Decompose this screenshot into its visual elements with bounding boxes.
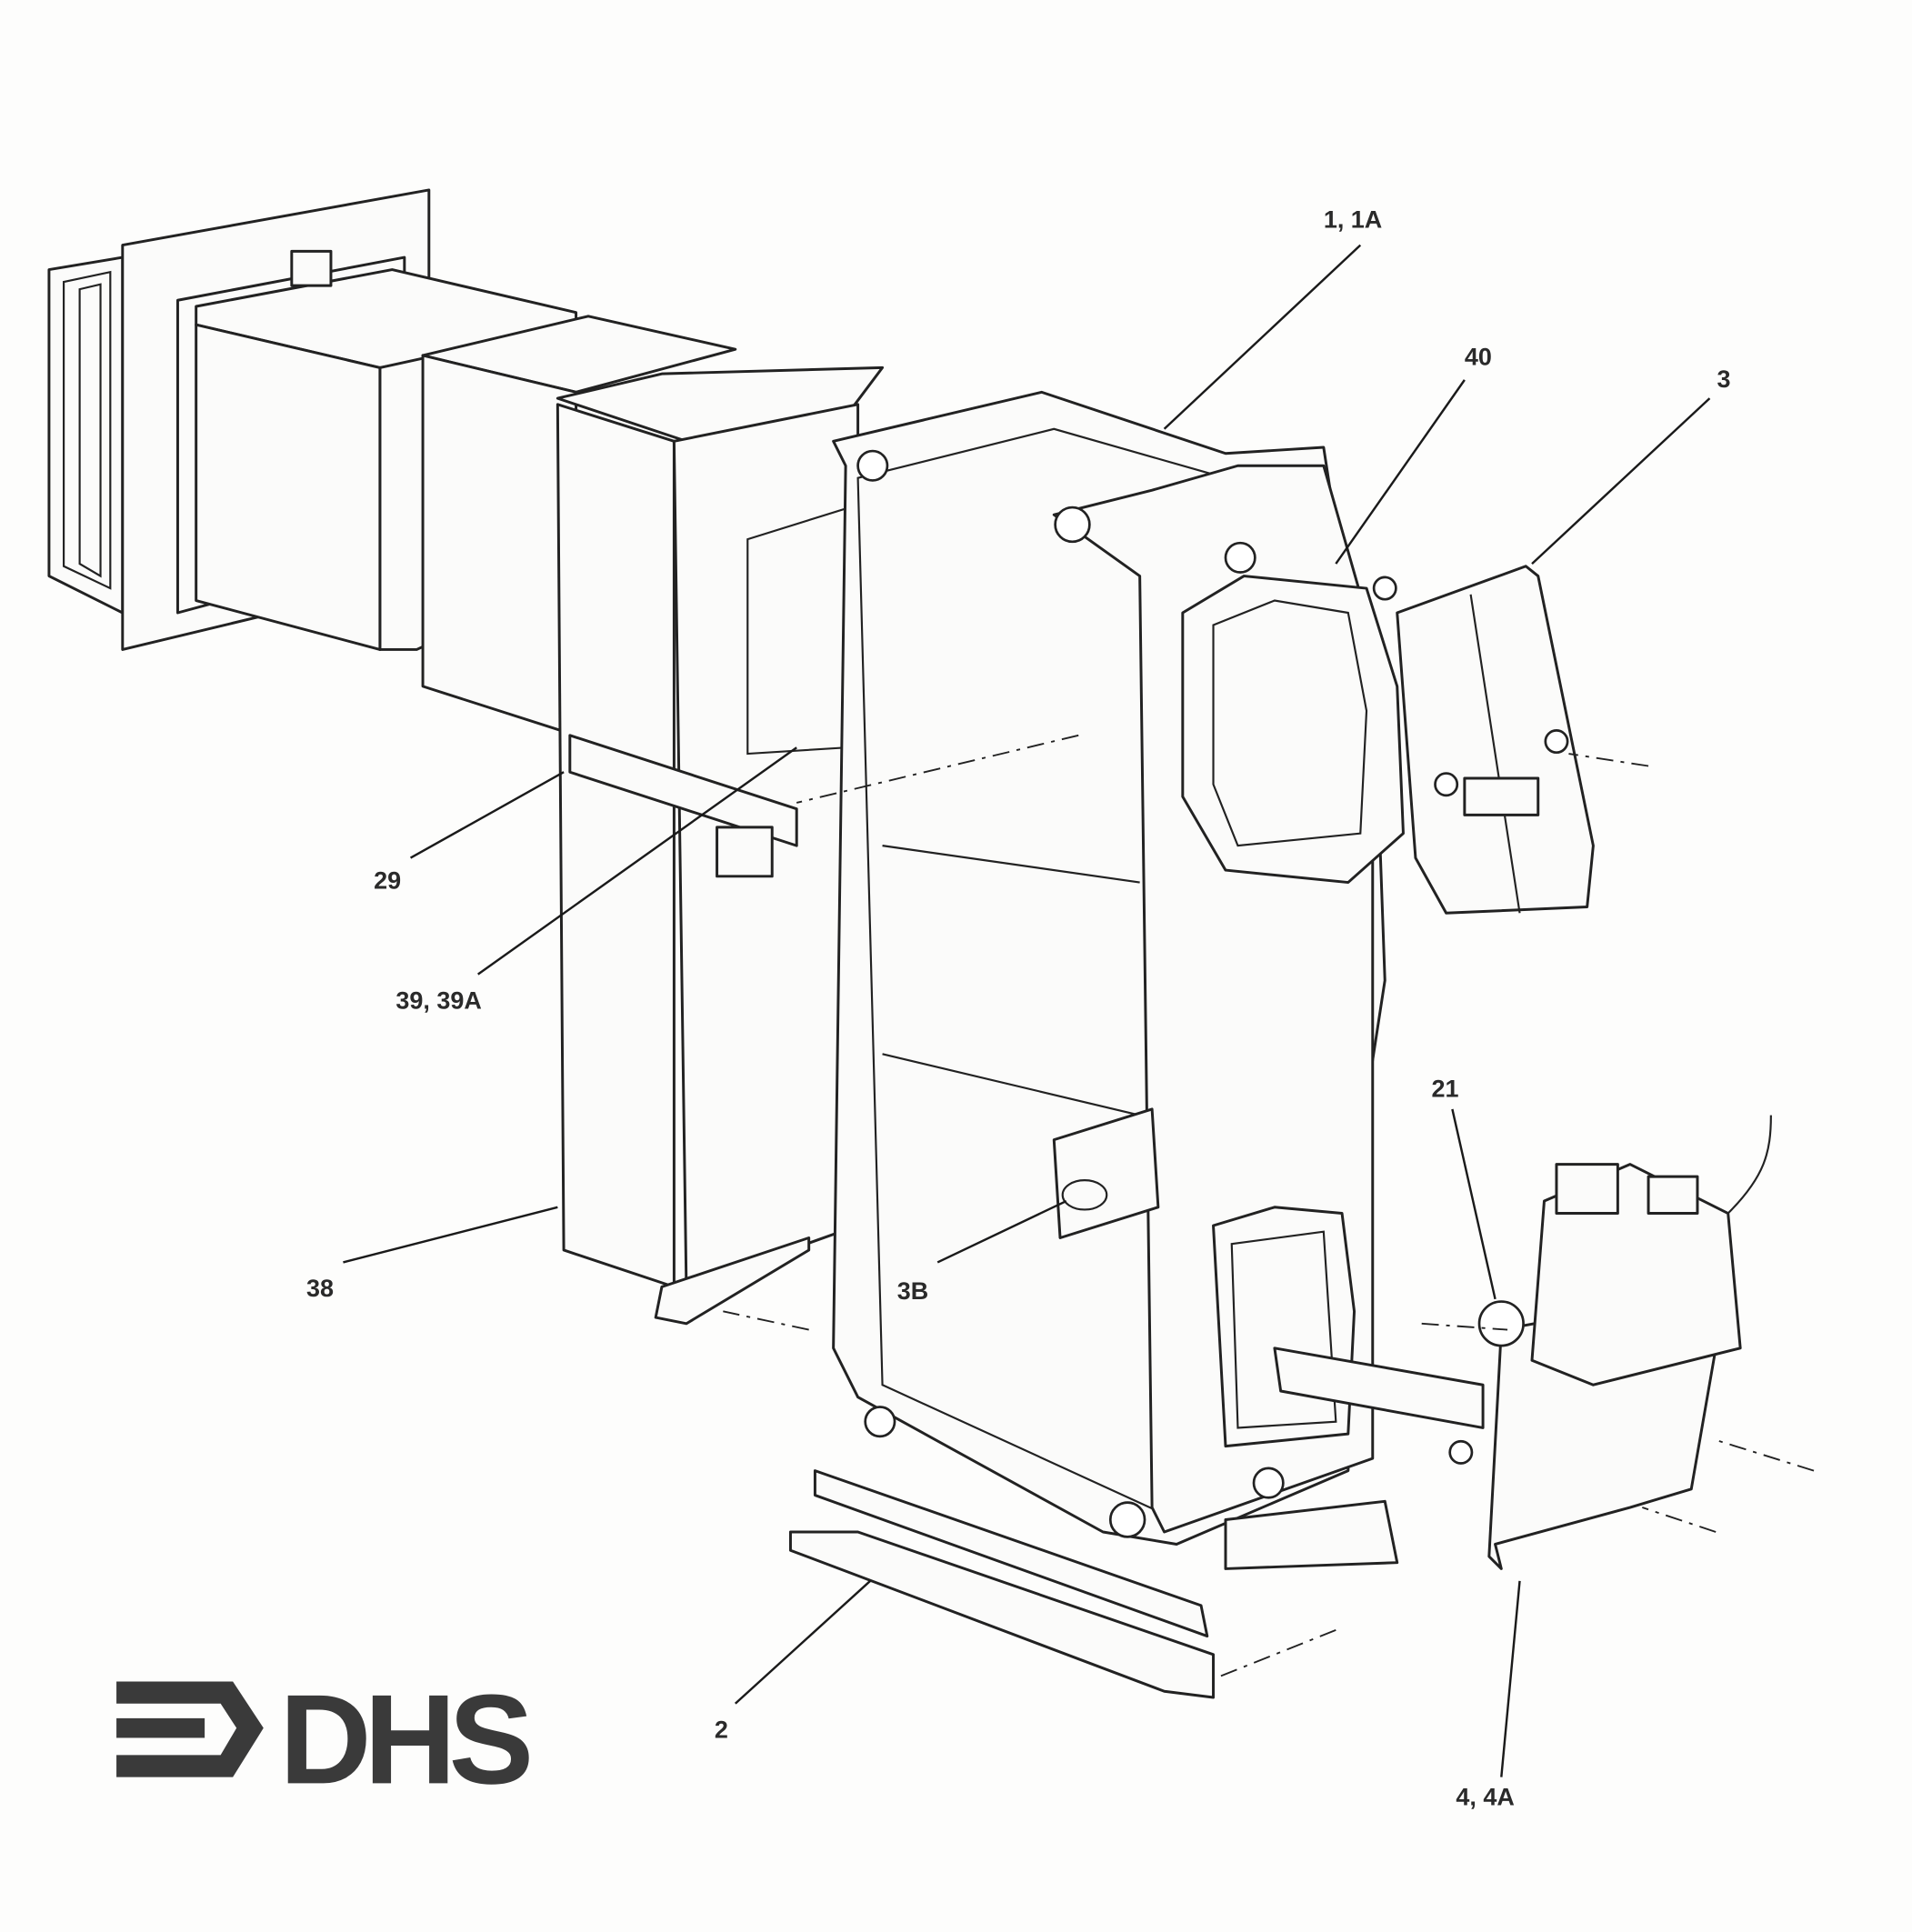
label-1-1a: 1, 1A — [1324, 206, 1382, 234]
label-38: 38 — [306, 1275, 334, 1302]
label-2: 2 — [715, 1716, 728, 1743]
leader-line-4 — [1500, 1580, 1521, 1777]
label-29: 29 — [374, 866, 401, 894]
leader-line-29 — [409, 771, 565, 859]
label-3b: 3B — [897, 1277, 928, 1305]
leader-line-21 — [1451, 1108, 1497, 1300]
casing-38 — [556, 365, 885, 1326]
base-bracket-2 — [788, 1469, 1399, 1699]
label-3: 3 — [1717, 365, 1731, 393]
assembly-lines — [723, 734, 1815, 1680]
leader-line-40 — [1335, 379, 1466, 565]
leader-line-2 — [734, 1580, 871, 1705]
door-plate-3 — [1372, 565, 1595, 915]
dhs-logo-text: DHS — [279, 1667, 529, 1810]
leader-line-38 — [343, 1206, 558, 1264]
label-40: 40 — [1465, 344, 1492, 371]
label-4-4a: 4, 4A — [1456, 1784, 1514, 1811]
label-39-39a: 39, 39A — [395, 986, 481, 1014]
leader-line-39 — [477, 746, 797, 976]
leader-line-3 — [1531, 397, 1711, 565]
leader-line-1 — [1163, 244, 1362, 430]
leader-line-3b — [936, 1199, 1067, 1264]
heat-exchanger-1 — [832, 390, 1405, 1546]
label-21: 21 — [1431, 1075, 1458, 1102]
gas-valve-4 — [1273, 1115, 1772, 1570]
dhs-logo: DHS — [116, 1667, 537, 1810]
